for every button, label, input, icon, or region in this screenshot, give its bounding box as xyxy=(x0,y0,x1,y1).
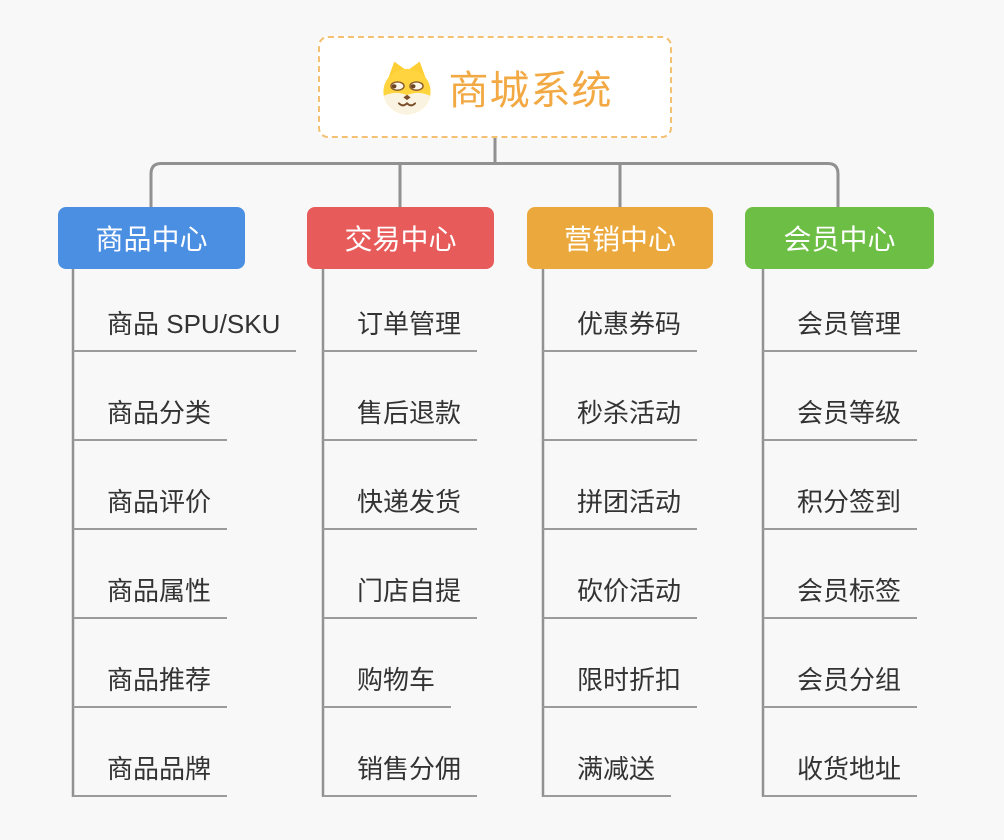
leaf-label: 商品品牌 xyxy=(107,754,212,784)
leaf-label: 会员分组 xyxy=(797,665,902,695)
branch-node-product-center[interactable]: 商品中心 xyxy=(58,207,245,269)
leaf-label: 限时折扣 xyxy=(577,665,682,695)
leaf-item-marketing-center-3[interactable]: 砍价活动 xyxy=(543,530,698,619)
leaf-item-trade-center-2[interactable]: 快递发货 xyxy=(323,441,478,530)
leaf-label: 商品属性 xyxy=(107,576,212,606)
branch-children-member-center: 会员管理会员等级积分签到会员标签会员分组收货地址 xyxy=(763,263,918,797)
leaf-item-member-center-4[interactable]: 会员分组 xyxy=(763,619,918,708)
branch-node-marketing-center[interactable]: 营销中心 xyxy=(527,207,713,269)
leaf-item-product-center-1[interactable]: 商品分类 xyxy=(73,352,228,441)
root-node[interactable]: 商城系统 xyxy=(318,36,672,138)
leaf-item-trade-center-0[interactable]: 订单管理 xyxy=(323,263,478,352)
leaf-label: 销售分佣 xyxy=(357,754,462,784)
leaf-item-marketing-center-2[interactable]: 拼团活动 xyxy=(543,441,698,530)
leaf-label: 满减送 xyxy=(577,754,656,784)
leaf-item-product-center-0[interactable]: 商品 SPU/SKU xyxy=(73,263,297,352)
leaf-label: 商品 SPU/SKU xyxy=(107,309,281,339)
leaf-label: 快递发货 xyxy=(357,487,462,517)
leaf-item-member-center-3[interactable]: 会员标签 xyxy=(763,530,918,619)
leaf-label: 优惠券码 xyxy=(577,309,682,339)
leaf-item-product-center-2[interactable]: 商品评价 xyxy=(73,441,228,530)
leaf-label: 门店自提 xyxy=(357,576,462,606)
leaf-item-product-center-3[interactable]: 商品属性 xyxy=(73,530,228,619)
leaf-item-member-center-0[interactable]: 会员管理 xyxy=(763,263,918,352)
leaf-label: 收货地址 xyxy=(797,754,902,784)
branch-children-product-center: 商品 SPU/SKU 商品分类商品评价商品属性商品推荐商品品牌 xyxy=(73,263,297,797)
branch-node-trade-center[interactable]: 交易中心 xyxy=(307,207,494,269)
leaf-item-member-center-2[interactable]: 积分签到 xyxy=(763,441,918,530)
leaf-label: 购物车 xyxy=(357,665,436,695)
leaf-label: 秒杀活动 xyxy=(577,398,682,428)
leaf-item-trade-center-1[interactable]: 售后退款 xyxy=(323,352,478,441)
branch-bus-line xyxy=(149,162,840,208)
branch-children-trade-center: 订单管理售后退款快递发货门店自提购物车销售分佣 xyxy=(323,263,478,797)
dog-face-icon xyxy=(378,58,436,116)
leaf-item-product-center-5[interactable]: 商品品牌 xyxy=(73,708,228,797)
leaf-label: 商品分类 xyxy=(107,398,212,428)
leaf-item-trade-center-5[interactable]: 销售分佣 xyxy=(323,708,478,797)
leaf-item-marketing-center-5[interactable]: 满减送 xyxy=(543,708,672,797)
leaf-label: 拼团活动 xyxy=(577,487,682,517)
leaf-label: 商品推荐 xyxy=(107,665,212,695)
leaf-item-trade-center-3[interactable]: 门店自提 xyxy=(323,530,478,619)
branch-children-marketing-center: 优惠券码秒杀活动拼团活动砍价活动限时折扣满减送 xyxy=(543,263,698,797)
leaf-item-member-center-5[interactable]: 收货地址 xyxy=(763,708,918,797)
leaf-label: 积分签到 xyxy=(797,487,902,517)
leaf-label: 订单管理 xyxy=(357,309,462,339)
leaf-label: 售后退款 xyxy=(357,398,462,428)
leaf-label: 会员等级 xyxy=(797,398,902,428)
leaf-item-member-center-1[interactable]: 会员等级 xyxy=(763,352,918,441)
leaf-label: 会员标签 xyxy=(797,576,902,606)
leaf-item-trade-center-4[interactable]: 购物车 xyxy=(323,619,452,708)
branch-node-member-center[interactable]: 会员中心 xyxy=(745,207,934,269)
leaf-label: 会员管理 xyxy=(797,309,902,339)
leaf-label: 商品评价 xyxy=(107,487,212,517)
leaf-item-marketing-center-4[interactable]: 限时折扣 xyxy=(543,619,698,708)
root-title: 商城系统 xyxy=(448,69,613,113)
leaf-item-marketing-center-0[interactable]: 优惠券码 xyxy=(543,263,698,352)
leaf-label: 砍价活动 xyxy=(577,576,682,606)
leaf-item-product-center-4[interactable]: 商品推荐 xyxy=(73,619,228,708)
leaf-item-marketing-center-1[interactable]: 秒杀活动 xyxy=(543,352,698,441)
